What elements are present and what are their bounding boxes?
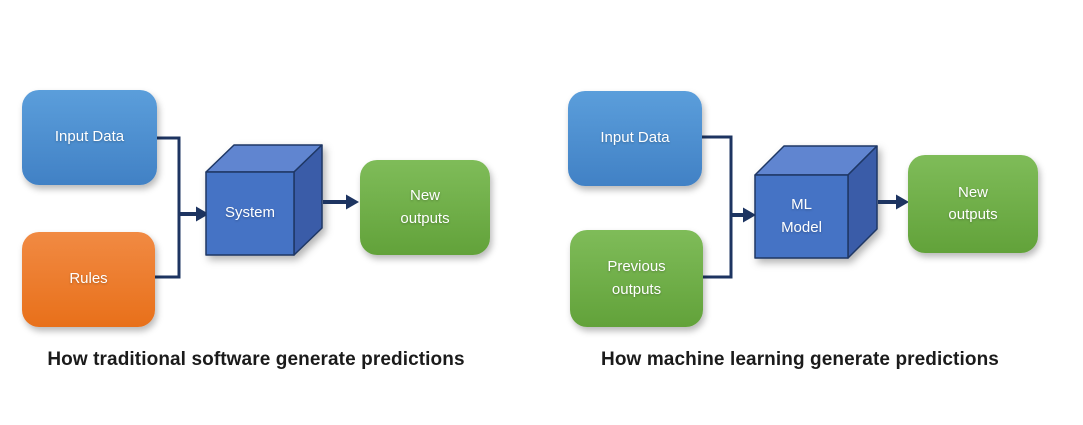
left-arrow-into-system (177, 206, 209, 222)
node-ml-model-label: ML Model (781, 196, 822, 236)
right-arrow-into-new-outputs (878, 194, 909, 210)
node-new-outputs-label: New outputs (400, 187, 450, 227)
node-rules: Rules (22, 232, 155, 327)
node-input-data: Input Data (568, 91, 702, 186)
node-new-outputs-label: New outputs (948, 183, 998, 224)
right-merge-connector-line (702, 135, 733, 279)
system-cube-shape (205, 144, 323, 256)
node-input-data: Input Data (22, 90, 157, 185)
node-rules-label: Rules (69, 270, 108, 288)
ml-model-cube-shape (754, 145, 878, 259)
node-system: System (206, 172, 294, 255)
node-new-outputs: New outputs (360, 160, 490, 255)
arrowhead-icon (743, 207, 756, 223)
left-merge-connector-line (155, 136, 181, 279)
node-new-outputs: New outputs (908, 155, 1038, 253)
arrowhead-icon (346, 194, 359, 210)
left-arrow-into-new-outputs (323, 194, 359, 210)
cube-front-face (754, 174, 849, 259)
node-input-data-label: Input Data (600, 129, 670, 147)
node-previous-outputs-label: Previous outputs (607, 258, 666, 298)
node-input-data-label: Input Data (54, 128, 125, 146)
node-previous-outputs: Previous outputs (570, 230, 703, 327)
arrowhead-icon (896, 194, 909, 210)
node-system-label: System (224, 204, 275, 222)
arrowhead-icon (196, 206, 209, 222)
node-ml-model: ML Model (755, 175, 848, 258)
cube-front-face (205, 171, 295, 256)
right-arrow-into-ml-model (729, 207, 756, 223)
right-diagram-caption: How machine learning generate prediction… (601, 349, 999, 370)
left-diagram-caption: How traditional software generate predic… (47, 349, 465, 370)
